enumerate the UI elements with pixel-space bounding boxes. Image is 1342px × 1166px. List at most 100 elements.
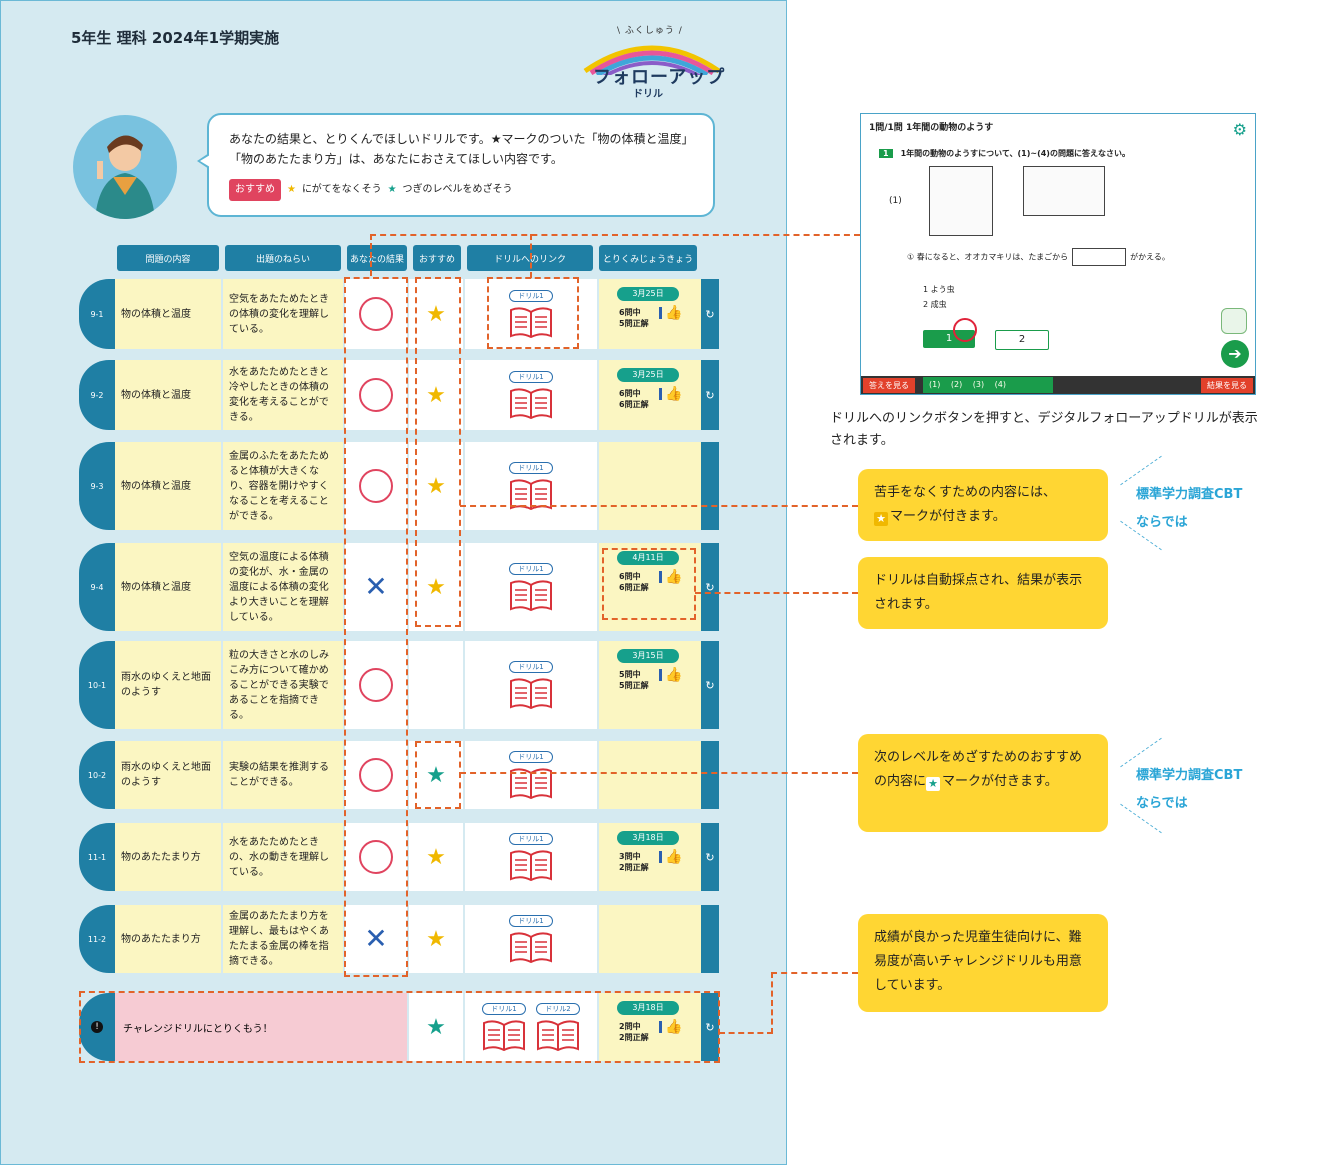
answer-button-2[interactable]: 2 [995,330,1049,350]
message-bubble: あなたの結果と、とりくんでほしいドリルです。★マークのついた「物の体積と温度」 … [197,113,715,217]
refresh-icon[interactable]: ↻ [701,823,719,891]
drill-1-link[interactable]: ドリル1 [509,661,553,709]
question-body: 1年間の動物のようすについて、(1)~(4)の問題に答えなさい。 [900,149,1130,158]
drill-1-link[interactable]: ドリル1 [509,915,553,963]
drill-link-cell: ドリル1 [465,741,597,809]
completion-date: 3月18日 [617,1001,679,1015]
drill-link-cell: ドリル1 [465,543,597,631]
yellow-star-icon: ★ [426,574,446,600]
next-arrow-icon[interactable]: ➔ [1221,340,1249,368]
drill-1-link[interactable]: ドリル1 [482,1003,526,1051]
drill-1-link[interactable]: ドリル1 [509,563,553,611]
question-nav[interactable]: (1) (2) (3) (4) [929,380,1006,389]
logo-main: フォローアップ [593,67,726,88]
legend: おすすめ ★ にがてをなくそう ★ つぎのレベルをめざそう [229,179,697,201]
drill-tag: ドリル1 [509,462,553,474]
challenge-recommend: ★ [409,993,463,1061]
refresh-icon[interactable]: ↻ [701,360,719,430]
challenge-label: チャレンジドリルにとりくもう！ [115,993,407,1061]
status-cell [599,442,701,530]
result-cell [345,442,407,530]
aim-text: 実験の結果を推測することができる。 [223,741,343,809]
refresh-icon[interactable]: ↻ [701,543,719,631]
question-code: 9-3 [79,442,115,530]
note-challenge: 成績が良かった児童生徒向けに、難易度が高いチャレンジドリルも用意しています。 [858,914,1108,1012]
recommend-cell: ★ [409,442,463,530]
connector-line [530,234,532,278]
teacher-illustration-icon [95,135,155,219]
memo-icon[interactable] [1221,308,1247,334]
correct-mark-icon [953,318,977,342]
completion-date: 3月18日 [617,831,679,845]
refresh-icon[interactable] [701,905,719,973]
challenge-row: ! チャレンジドリルにとりくもう！ ★ ドリル1 ドリル2 3月18日 2問中 … [79,993,719,1061]
score-text: 6問中 6問正解 [619,572,649,592]
book-icon [483,1020,525,1051]
completion-date: 4月11日 [617,551,679,565]
option-1: 1 よう虫 [923,285,955,294]
aim-text: 空気をあたためたときの体積の変化を理解している。 [223,279,343,349]
aim-text: 粒の大きさと水のしみこみ方について確かめることができる実験であることを指摘できる… [223,641,343,729]
note-auto-scoring: ドリルは自動採点され、結果が表示されます。 [858,557,1108,629]
refresh-icon[interactable]: ↻ [701,279,719,349]
drill-link-highlight [487,277,579,349]
show-result-button[interactable]: 結果を見る [1201,378,1253,393]
question-text: 1 1年間の動物のようすについて、(1)~(4)の問題に答えなさい。 [879,148,1130,159]
show-answer-button[interactable]: 答えを見る [863,378,915,393]
book-icon [510,678,552,709]
unit-name: 物のあたたまり方 [115,905,221,973]
green-star-highlight [415,741,461,809]
answer-box[interactable] [1072,248,1127,266]
refresh-icon[interactable]: ↻ [701,993,719,1061]
app-footer: 答えを見る (1) (2) (3) (4) 結果を見る [861,376,1255,394]
header-aim: 出題のねらい [225,245,341,271]
refresh-icon[interactable]: ↻ [701,641,719,729]
gear-icon[interactable]: ⚙ [1232,120,1247,139]
question-code: 10-2 [79,741,115,809]
thumbs-up-icon: 👍 [659,305,682,321]
drill-2-link[interactable]: ドリル2 [536,1003,580,1051]
correct-circle-icon [359,668,393,702]
cbt-label-line-1: 標準学力調査CBT [1136,487,1243,502]
sentence-after: がかえる。 [1130,252,1170,262]
refresh-icon[interactable] [701,442,719,530]
recommend-cell: ★ [409,741,463,809]
challenge-status: 3月18日 2問中 2問正解 👍 [599,993,701,1061]
logo-sub: ドリル [633,89,663,100]
recommend-cell: ★ [409,543,463,631]
drill-1-link[interactable]: ドリル1 [509,290,553,338]
yellow-star-highlight [415,277,461,627]
green-star-icon: ★ [926,777,941,791]
drill-1-link[interactable]: ドリル1 [509,371,553,419]
unit-name: 雨水のゆくえと地面のようす [115,741,221,809]
screen-caption: ドリルへのリンクボタンを押すと、デジタルフォローアップドリルが表示されます。 [830,411,1258,448]
book-icon [510,388,552,419]
result-cell [345,360,407,430]
connector-line [460,505,858,507]
drill-tag: ドリル1 [509,563,553,575]
drill-1-link[interactable]: ドリル1 [509,462,553,510]
green-star-icon: ★ [426,1014,446,1040]
thumbs-up-icon: 👍 [659,667,682,683]
question-number: 1 [879,149,893,158]
note-weak-text-1: 苦手をなくすための内容には、 [874,485,1057,500]
refresh-icon[interactable] [701,741,719,809]
yellow-star-icon: ★ [426,926,446,952]
drill-1-link[interactable]: ドリル1 [509,833,553,881]
alert-icon: ! [91,1021,103,1033]
cbt-label-line-1: 標準学力調査CBT [1136,768,1243,783]
message-line-1: あなたの結果と、とりくんでほしいドリルです。★マークのついた「物の体積と温度」 [229,132,694,146]
question-code: 9-2 [79,360,115,430]
score-text: 5問中 5問正解 [619,670,649,690]
recommend-cell: ★ [409,360,463,430]
yellow-star-icon: ★ [287,184,296,195]
drill-tag: ドリル1 [509,371,553,383]
drill-1-link[interactable]: ドリル1 [509,751,553,799]
result-cell: ✕ [345,905,407,973]
